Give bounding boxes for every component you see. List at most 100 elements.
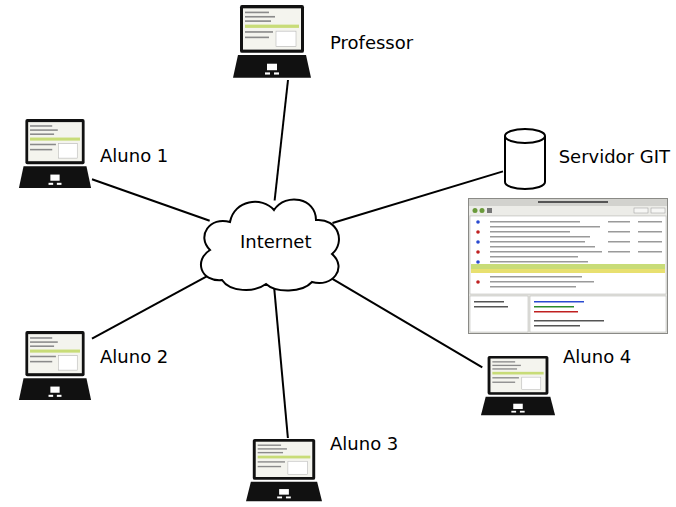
touchpad [279, 489, 289, 495]
commit-list [470, 216, 666, 294]
screen-pane [59, 356, 77, 370]
node-label: Professor [330, 32, 413, 54]
screen-line [30, 361, 52, 363]
gitk-screenshot [468, 198, 668, 334]
row [490, 261, 588, 263]
pad-button [286, 497, 291, 499]
screen [28, 334, 82, 373]
node-label: Servidor GIT [559, 146, 670, 168]
diff-pane [530, 296, 666, 332]
connector-line [320, 271, 483, 367]
tool-icon [480, 208, 485, 213]
row [490, 256, 578, 258]
screen-line [492, 372, 543, 375]
connector-line [274, 284, 288, 438]
screen-line [258, 461, 285, 462]
computer-node: Aluno 3 [245, 438, 323, 503]
commit-rows [490, 221, 662, 288]
connector-line [92, 179, 210, 221]
screen-frame [25, 331, 84, 376]
row [490, 286, 576, 288]
laptop-icon [18, 118, 92, 190]
diff-line [534, 325, 580, 327]
row [638, 221, 662, 223]
server-node: Servidor GIT [503, 128, 547, 190]
row [638, 231, 662, 233]
screen [490, 359, 545, 393]
pad-button [49, 395, 54, 397]
dot [476, 230, 480, 234]
file-line [474, 301, 504, 303]
pad-button [49, 183, 54, 185]
computer-node: Aluno 1 [18, 118, 92, 190]
computer-node: Professor [232, 4, 312, 80]
tool-button [651, 208, 665, 213]
dot [476, 280, 480, 284]
dot [476, 240, 480, 244]
screen-line [30, 337, 52, 339]
screen-line [258, 456, 311, 459]
dot [476, 260, 480, 264]
selected-row [471, 264, 665, 269]
screen-line [492, 382, 515, 383]
computer-node: Aluno 4 [480, 355, 556, 417]
screen-line [245, 25, 299, 28]
screen-line [30, 138, 80, 141]
screen-line [245, 16, 275, 18]
laptop-base [246, 482, 322, 502]
row [608, 221, 630, 223]
screen-pane [59, 144, 77, 158]
screen-frame [488, 356, 549, 395]
node-label: Aluno 3 [330, 433, 398, 455]
screen-line [30, 133, 54, 135]
laptop-base [481, 397, 555, 416]
node-label: Aluno 4 [563, 346, 631, 368]
laptop-base [19, 166, 91, 188]
screen-line [258, 452, 283, 453]
screen-frame [25, 119, 84, 164]
screen-line [258, 448, 287, 449]
laptop-base [233, 55, 311, 78]
dot [476, 250, 480, 254]
tool-icon [473, 208, 478, 213]
screen-line [258, 466, 281, 467]
screen-line [492, 365, 520, 366]
row [490, 246, 595, 248]
node-label: Aluno 2 [100, 346, 168, 368]
screen-line [492, 368, 517, 369]
touchpad [267, 64, 277, 71]
pad-button [277, 497, 282, 499]
pad-button [57, 183, 62, 185]
screen-line [30, 350, 80, 353]
pad-button [520, 411, 525, 413]
diff-line [534, 311, 578, 313]
screen-line [492, 377, 519, 378]
laptop-icon [232, 4, 312, 80]
selected-row [471, 269, 665, 273]
diff-line [534, 301, 584, 303]
screen-pane [522, 377, 541, 389]
row [490, 276, 582, 278]
row [490, 221, 580, 223]
pad-button [511, 411, 516, 413]
screen-line [258, 445, 281, 446]
pad-button [274, 72, 279, 74]
connector-line [275, 80, 288, 200]
row [490, 226, 600, 228]
screen-pane [276, 31, 296, 46]
screen-pane [288, 461, 308, 474]
row [638, 251, 662, 253]
laptop-icon [18, 330, 92, 402]
network-cloud: Internet [192, 190, 348, 294]
screen-line [30, 149, 52, 151]
row [490, 281, 594, 283]
laptop-icon [245, 438, 323, 503]
screen-frame [240, 5, 304, 53]
screen-line [30, 129, 58, 131]
toolbar [469, 206, 667, 215]
row [608, 231, 630, 233]
laptop-base [19, 378, 91, 400]
screen-line [492, 361, 515, 362]
row [490, 251, 602, 253]
cylinder-top [505, 129, 545, 143]
